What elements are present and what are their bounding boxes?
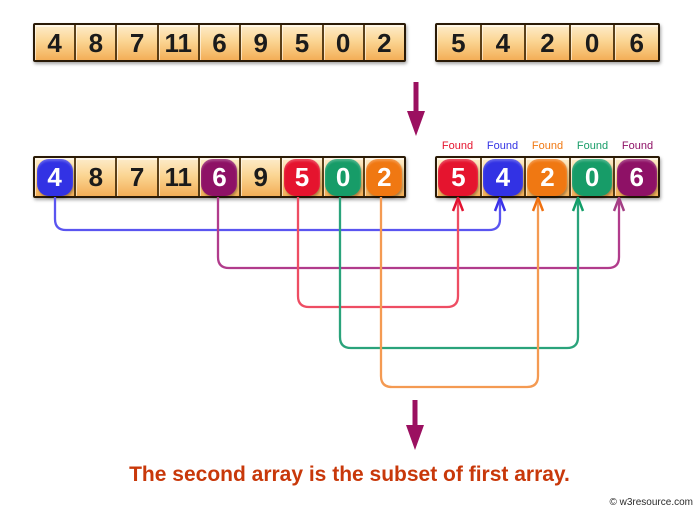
connector-line-green: [338, 197, 580, 350]
cell-value: 6: [629, 27, 644, 58]
array-cell: 5: [282, 25, 324, 60]
highlight-badge-purple: 6: [616, 158, 657, 196]
highlight-badge-blue: 4: [482, 158, 523, 196]
array-cell: 0: [323, 158, 365, 196]
cell-value: 7: [129, 27, 145, 58]
array-cell: 9: [241, 158, 283, 196]
cell-value: 5: [451, 27, 466, 58]
array-cell: 2: [364, 25, 404, 60]
down-arrow-icon-bottom-head: [406, 425, 424, 450]
highlight-badge-purple: 6: [201, 158, 238, 196]
caption-text: The second array is the subset of first …: [129, 463, 570, 486]
connector-arrowhead-green: [571, 196, 585, 212]
highlight-badge-blue: 4: [36, 158, 73, 196]
cell-value: 5: [294, 27, 310, 58]
cell-value: 2: [377, 27, 392, 58]
found-label: Found: [621, 140, 654, 152]
cell-value: 11: [164, 27, 193, 58]
found-label: Found: [576, 140, 609, 152]
connector-line-red: [296, 197, 460, 309]
highlight-badge-orange: 2: [366, 158, 403, 196]
cell-value: 9: [253, 27, 268, 58]
array-cell: 5: [282, 158, 324, 196]
found-label: Found: [486, 140, 519, 152]
array-cell: 11: [158, 25, 200, 60]
cell-value: 8: [88, 162, 104, 192]
array-cell: 8: [76, 158, 118, 196]
array-cell: 4: [35, 25, 77, 60]
array-cell: 5: [437, 158, 482, 196]
array-cell: 8: [76, 25, 118, 60]
array-cell: 4: [481, 158, 527, 196]
array-cell: 7: [117, 25, 159, 60]
connector-arrowhead-purple: [612, 196, 626, 212]
array-cell: 0: [570, 158, 616, 196]
array-cell: 4: [481, 25, 527, 60]
watermark-text: © w3resource.com: [609, 497, 693, 508]
found-labels: Found Found Found Found Found: [435, 139, 660, 154]
array-cell: 4: [35, 158, 77, 196]
cell-value: 7: [129, 162, 145, 192]
highlight-badge-green: 0: [572, 158, 613, 196]
highlight-badge-red: 5: [283, 158, 320, 196]
connector-arrowhead-blue: [493, 196, 507, 212]
array-cell: 2: [526, 158, 571, 196]
down-arrow-icon-top-head: [407, 111, 425, 136]
cell-value: 2: [540, 27, 555, 58]
array-cell: 0: [323, 25, 365, 60]
cell-value: 9: [253, 162, 268, 192]
cell-value: 6: [212, 27, 227, 58]
cell-value: 8: [88, 27, 104, 58]
array-cell: 5: [437, 25, 482, 60]
connector-line-purple: [216, 197, 621, 270]
cell-value: 4: [495, 27, 511, 58]
array-cell: 6: [615, 25, 658, 60]
array-cell: 0: [570, 25, 616, 60]
array-cell: 11: [158, 158, 200, 196]
cell-value: 4: [47, 27, 62, 58]
array-cell: 6: [615, 158, 658, 196]
array-cell: 2: [364, 158, 404, 196]
array-cell: 6: [199, 158, 242, 196]
cell-value: 0: [584, 27, 600, 58]
array-cell: 2: [526, 25, 571, 60]
connector-arrowhead-orange: [531, 196, 545, 212]
highlight-badge-green: 0: [325, 158, 362, 196]
connector-arrowhead-red: [451, 196, 465, 212]
highlight-badge-red: 5: [438, 158, 479, 196]
array-cell: 6: [199, 25, 242, 60]
cell-value: 11: [164, 162, 193, 192]
array-cell: 9: [241, 25, 283, 60]
found-label: Found: [531, 140, 564, 152]
highlight-badge-orange: 2: [527, 158, 568, 196]
array-cell: 7: [117, 158, 159, 196]
connector-line-orange: [379, 197, 540, 389]
found-label: Found: [441, 140, 474, 152]
connector-line-blue: [53, 197, 502, 232]
cell-value: 0: [335, 27, 351, 58]
